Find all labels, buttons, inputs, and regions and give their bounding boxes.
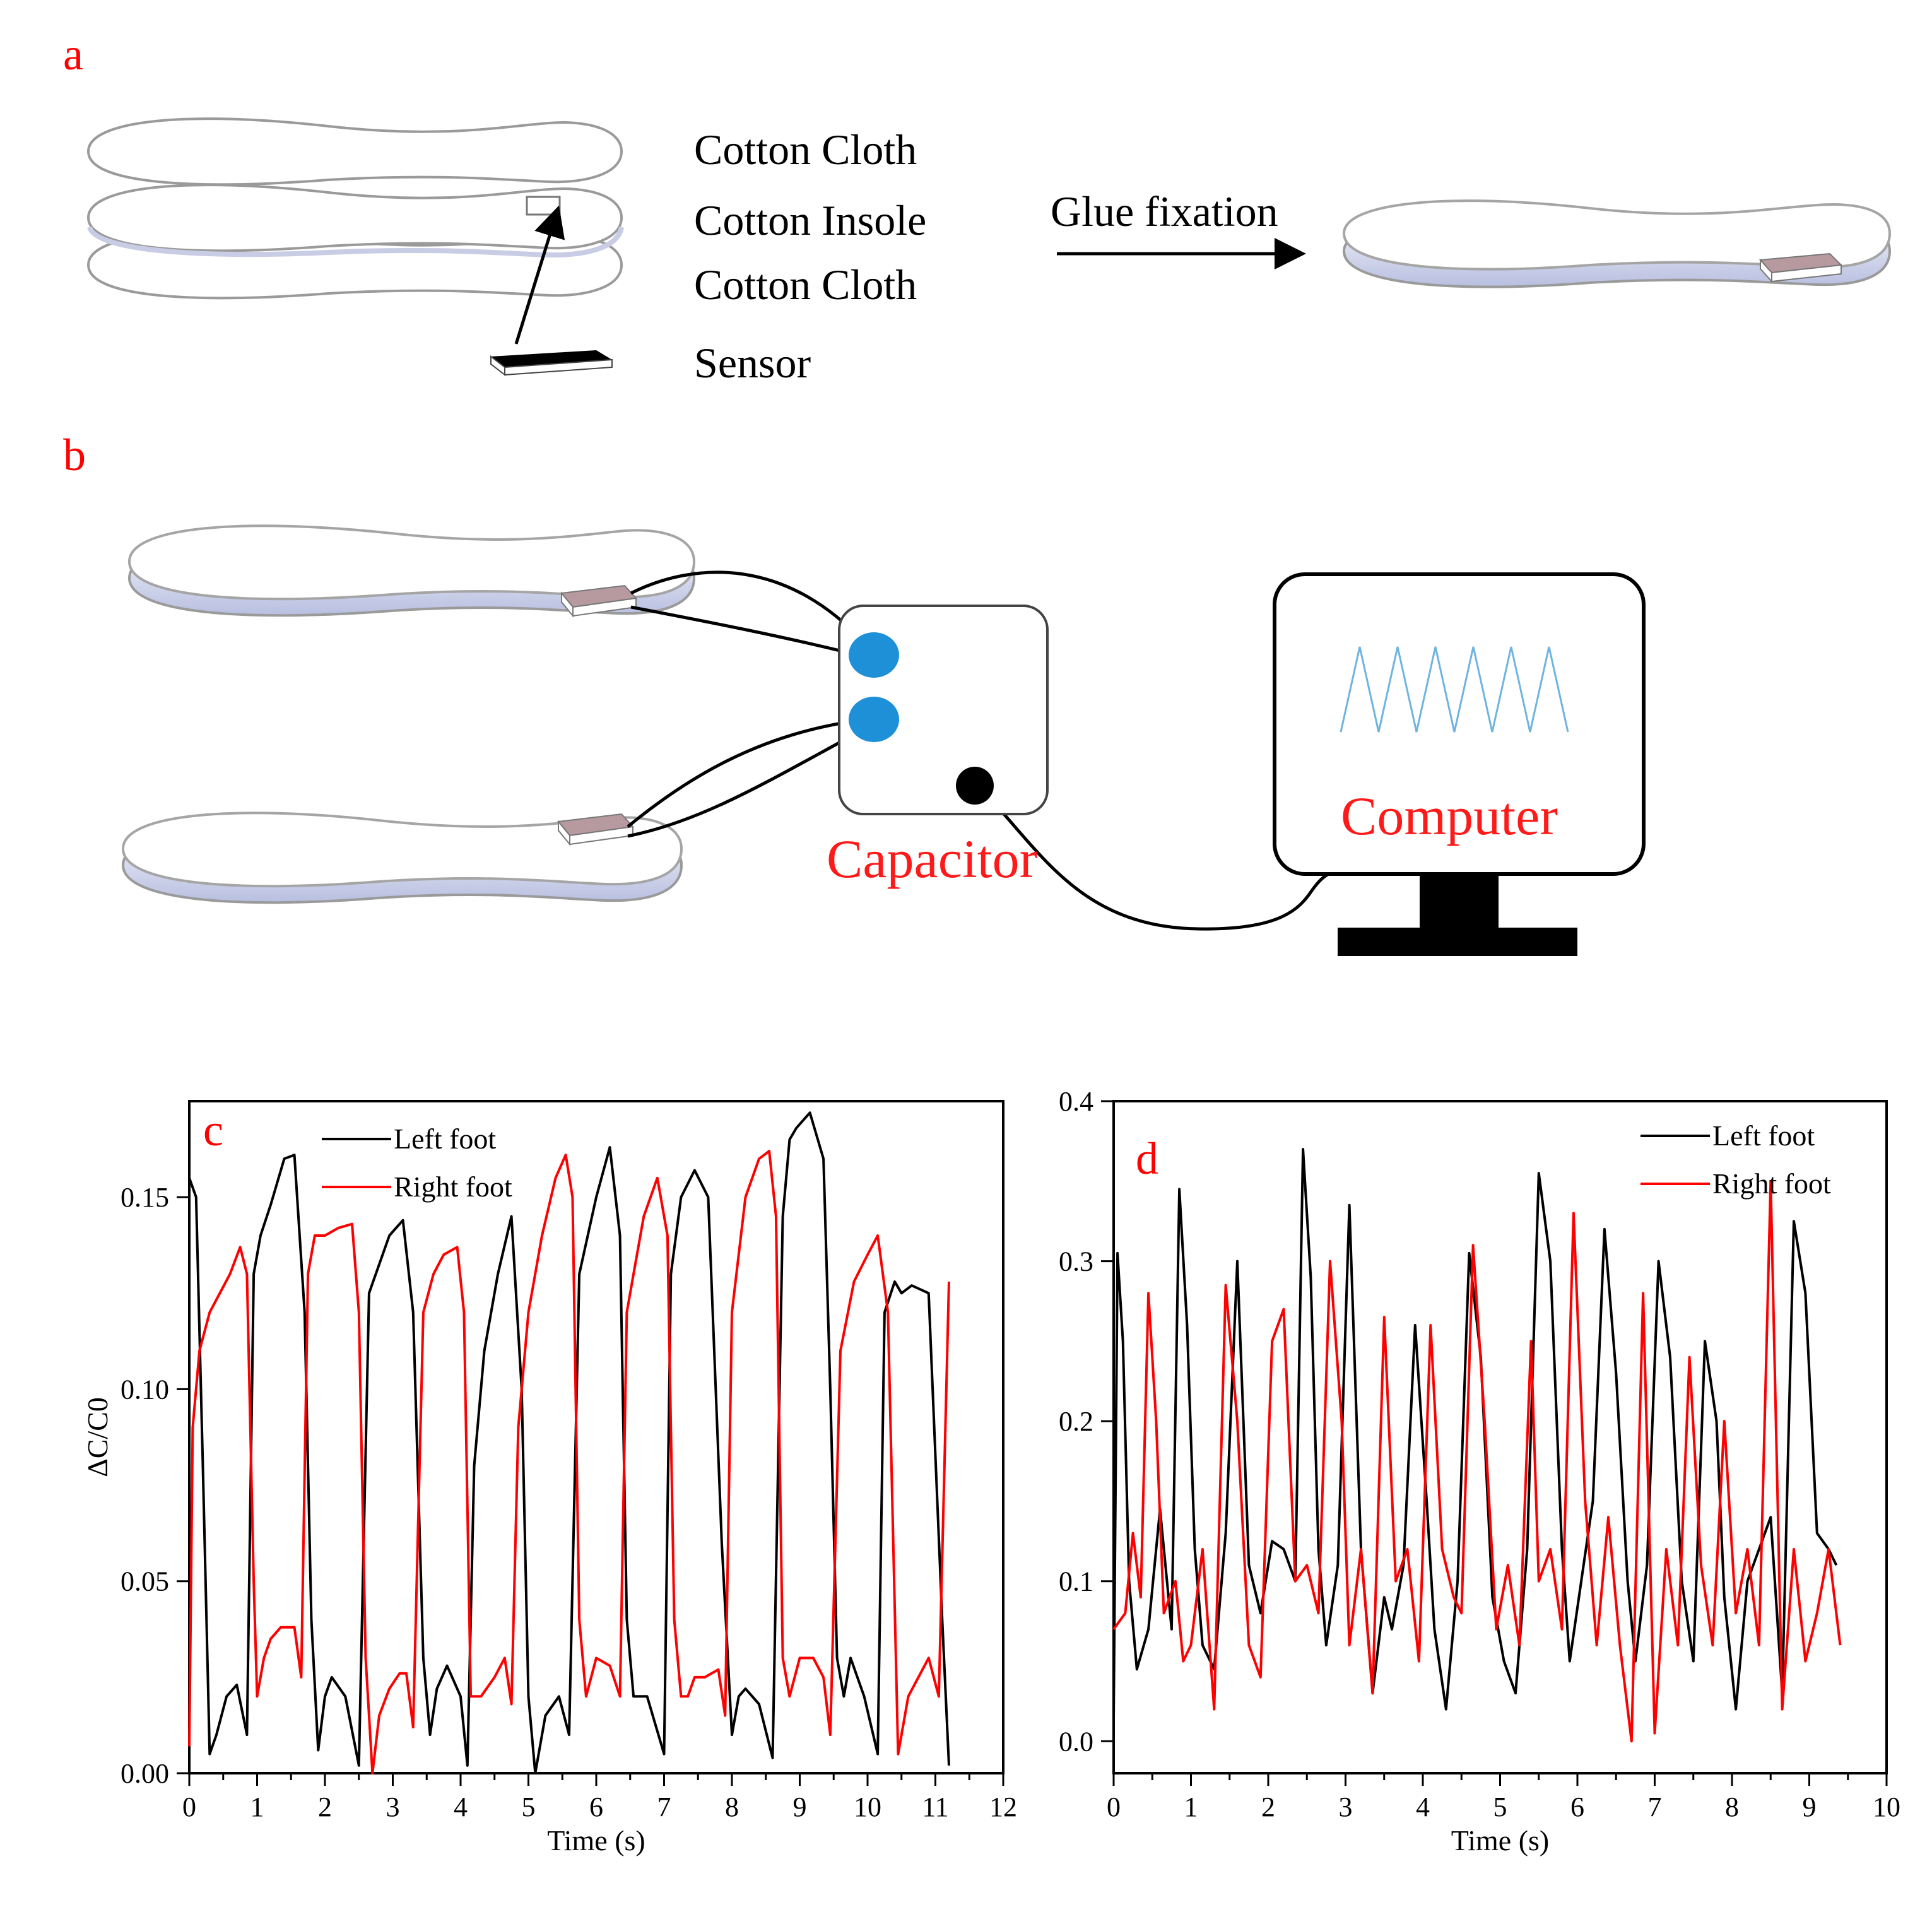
legend-label: Left foot: [394, 1123, 496, 1155]
monitor-base: [1338, 928, 1577, 956]
y-axis-title: ΔC/C0: [81, 1397, 114, 1477]
x-tick-label: 0: [1107, 1792, 1121, 1822]
cotton-insole-layer: [86, 184, 623, 252]
x-tick-label: 10: [1873, 1792, 1900, 1822]
layer-label-sensor: Sensor: [694, 339, 811, 387]
capacitor-output-port: [956, 767, 994, 805]
x-tick-label: 5: [522, 1792, 536, 1822]
legend-label: Right foot: [394, 1171, 512, 1203]
legend-label: Left foot: [1712, 1119, 1815, 1152]
layer-label-top-cloth: Cotton Cloth: [694, 126, 917, 174]
wires: [627, 570, 1348, 931]
monitor-neck: [1420, 874, 1499, 931]
panel-letter: d: [1136, 1133, 1158, 1184]
x-axis-title: Time (s): [547, 1824, 645, 1857]
layer-label-insole: Cotton Insole: [694, 196, 926, 244]
x-tick-label: 4: [1416, 1792, 1430, 1822]
sensor-arrow: [514, 205, 565, 345]
capacitor-port-1: [849, 632, 899, 678]
computer-label: Computer: [1341, 786, 1558, 846]
screen-waveform: [1340, 646, 1569, 733]
series-line-right-foot: [188, 1150, 950, 1774]
x-tick-label: 2: [1261, 1792, 1275, 1822]
y-tick-label: 0.00: [121, 1758, 169, 1789]
x-tick-label: 3: [1339, 1792, 1353, 1822]
y-tick-label: 0.2: [1059, 1406, 1093, 1437]
x-tick-label: 8: [1725, 1792, 1739, 1822]
layer-label-bottom-cloth: Cotton Cloth: [694, 261, 917, 309]
x-tick-label: 9: [793, 1792, 807, 1822]
right-insole: [121, 812, 683, 904]
insole-edge: [87, 226, 624, 258]
y-tick-label: 0.10: [121, 1374, 169, 1405]
x-tick-label: 8: [725, 1792, 739, 1822]
capacitor-label: Capacitor: [827, 829, 1037, 889]
layer-stack: [86, 117, 624, 300]
x-tick-label: 7: [657, 1792, 671, 1822]
series-line-left-foot: [188, 1111, 950, 1774]
panel-a-letter: a: [63, 29, 83, 80]
left-insole: [127, 524, 696, 618]
x-tick-label: 2: [318, 1792, 332, 1822]
series-line-right-foot: [1112, 1179, 1842, 1743]
x-axis-title: Time (s): [1451, 1824, 1550, 1857]
legend-label: Right foot: [1712, 1167, 1831, 1200]
assembled-insole: [1342, 199, 1892, 288]
x-tick-label: 5: [1493, 1792, 1507, 1822]
computer: [1273, 572, 1646, 956]
series-line-left-foot: [1112, 1148, 1838, 1718]
x-tick-label: 0: [182, 1792, 196, 1822]
y-tick-label: 0.05: [121, 1566, 169, 1597]
x-tick-label: 11: [922, 1792, 948, 1822]
x-tick-label: 6: [1570, 1792, 1584, 1822]
y-tick-label: 0.4: [1059, 1086, 1093, 1117]
y-tick-label: 0.0: [1059, 1726, 1093, 1757]
x-tick-label: 1: [1184, 1792, 1198, 1822]
x-tick-label: 7: [1648, 1792, 1662, 1822]
top-cotton-cloth-layer: [86, 117, 623, 186]
glue-fixation-label: Glue fixation: [1051, 187, 1278, 235]
x-tick-label: 9: [1803, 1792, 1817, 1822]
x-tick-label: 10: [854, 1792, 881, 1822]
y-tick-label: 0.1: [1059, 1566, 1093, 1597]
panel-a: a Cotton Cloth Cotton Insole Cotton Clot…: [63, 29, 1892, 387]
sensor-block: [490, 350, 613, 377]
x-tick-label: 4: [454, 1792, 468, 1822]
panel-b: b Capacitor: [63, 430, 1646, 956]
x-tick-label: 3: [386, 1792, 400, 1822]
x-tick-label: 1: [250, 1792, 264, 1822]
y-tick-label: 0.15: [121, 1182, 169, 1213]
capacitor-port-2: [849, 697, 899, 742]
panel-b-letter: b: [63, 430, 86, 480]
y-tick-label: 0.3: [1059, 1246, 1093, 1277]
x-tick-label: 6: [589, 1792, 603, 1822]
assembled-sensor-pad: [1758, 252, 1843, 283]
capacitor-box: [838, 605, 1049, 815]
panel-letter: c: [203, 1105, 223, 1155]
sensor-slot: [526, 196, 561, 216]
x-tick-label: 12: [989, 1792, 1017, 1822]
